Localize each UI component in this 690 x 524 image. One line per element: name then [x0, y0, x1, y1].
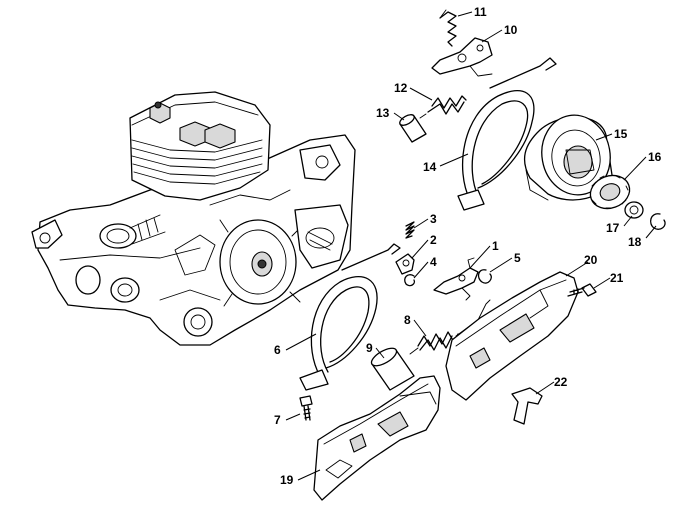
callout-7: 7 — [274, 413, 281, 427]
part-20-cover — [445, 271, 579, 401]
callout-3: 3 — [430, 212, 437, 226]
callout-leaders — [285, 11, 657, 481]
callout-12: 12 — [394, 81, 408, 95]
part-16-sprocket — [589, 174, 631, 210]
part-4-clip — [404, 274, 416, 287]
engine-assembly — [31, 91, 356, 346]
callout-18: 18 — [628, 235, 642, 249]
callout-15: 15 — [614, 127, 628, 141]
callout-1: 1 — [492, 239, 499, 253]
part-10-lever — [431, 37, 493, 77]
callout-11: 11 — [474, 5, 487, 19]
callout-16: 16 — [648, 150, 662, 164]
part-9-sleeve — [370, 347, 415, 391]
callout-14: 14 — [423, 160, 437, 174]
part-19-cover — [313, 375, 441, 501]
part-11-spring — [439, 9, 457, 47]
part-6-brake-band — [299, 243, 401, 391]
part-15-clutch-drum — [523, 114, 613, 201]
part-5-clip — [477, 269, 492, 284]
callout-9: 9 — [366, 341, 373, 355]
part-2-cam — [395, 253, 415, 275]
part-22-plate — [511, 387, 543, 425]
part-18-e-clip — [649, 213, 666, 230]
callout-22: 22 — [554, 375, 568, 389]
callout-2: 2 — [430, 233, 437, 247]
callout-13: 13 — [376, 106, 390, 120]
part-3-spring — [405, 221, 415, 239]
callout-17: 17 — [606, 221, 620, 235]
part-21-screw — [567, 283, 597, 297]
callout-8: 8 — [404, 313, 411, 327]
callout-4: 4 — [430, 255, 437, 269]
part-12-spring — [419, 95, 467, 119]
callout-5: 5 — [514, 251, 521, 265]
callout-19: 19 — [280, 473, 294, 487]
callout-21: 21 — [610, 271, 624, 285]
part-17-washer — [624, 201, 644, 219]
callout-10: 10 — [504, 23, 518, 37]
callout-6: 6 — [274, 343, 281, 357]
callout-20: 20 — [584, 253, 598, 267]
callout-labels: 11 10 12 13 14 15 16 17 18 1 2 3 4 5 6 7… — [274, 5, 662, 487]
part-1-lever — [433, 257, 479, 301]
part-13-sleeve — [399, 114, 427, 143]
part-14-brake-band — [457, 57, 557, 211]
part-7-screw — [299, 395, 313, 421]
